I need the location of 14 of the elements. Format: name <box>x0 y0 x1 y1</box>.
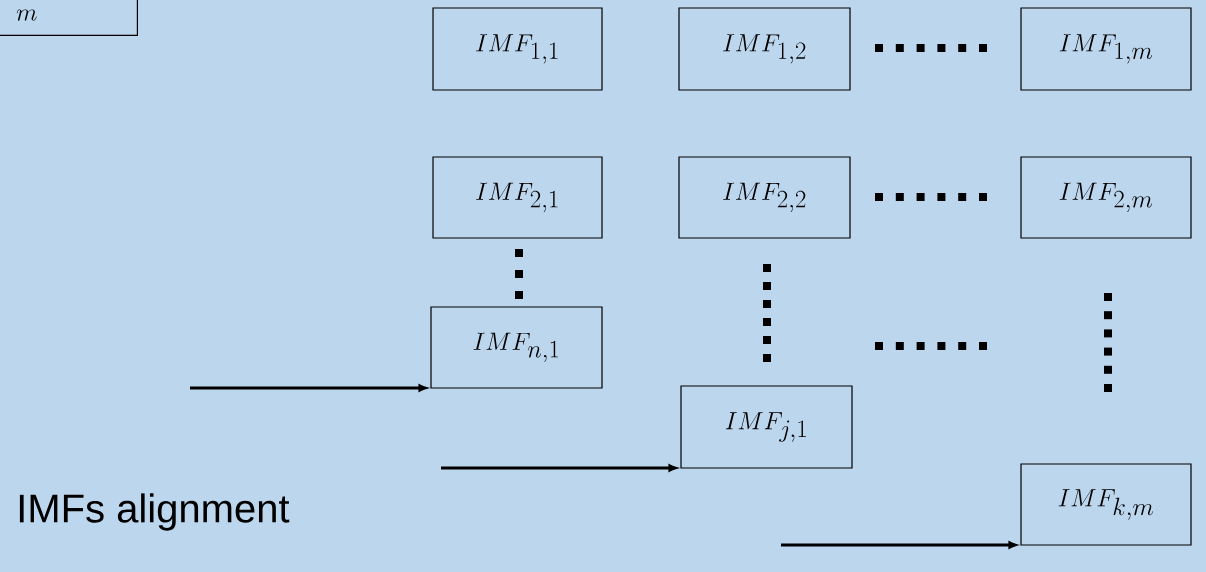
imf-box: $IMF_{1,2}$ <box>678 7 851 91</box>
imf-box: $IMF_{2,m}$ <box>1020 156 1192 239</box>
arrow <box>781 541 1017 549</box>
imf-box: $IMF_{n,1}$ <box>430 306 603 389</box>
arrow <box>441 464 677 472</box>
imf-box: $IMF_{j,1}$ <box>680 385 853 469</box>
imf-box: $IMF_{1,m}$ <box>1020 7 1192 91</box>
imf-box: $IMF_{2,1}$ <box>432 156 603 239</box>
imf-box: $IMF_{2,2}$ <box>678 156 851 239</box>
imf-box: $IMF_{1,1}$ <box>432 7 603 91</box>
imf-box: $IMF_{k,m}$ <box>1020 463 1192 546</box>
partial-box: $m$ <box>0 0 138 36</box>
arrow <box>190 384 427 392</box>
caption-text: IMFs alignment <box>19 493 290 531</box>
